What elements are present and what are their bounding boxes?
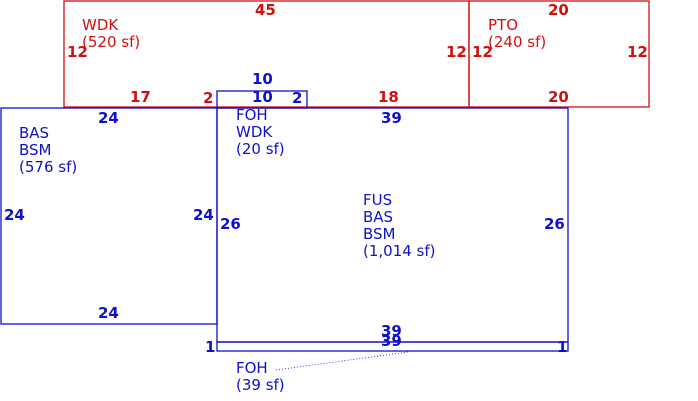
dim-pto-right: 12 bbox=[627, 43, 648, 61]
dim-wdk-bottom-left: 17 bbox=[130, 88, 151, 106]
foh-wdk-outline bbox=[216, 90, 308, 109]
fus-bas-bsm-label: FUS BAS BSM (1,014 sf) bbox=[363, 192, 436, 260]
wdk-area: (520 sf) bbox=[82, 33, 141, 51]
pto-area: (240 sf) bbox=[488, 33, 547, 51]
foh-strip-outline bbox=[216, 341, 569, 352]
fus-bas-bsm-area: (1,014 sf) bbox=[363, 242, 436, 260]
dim-pto-top: 20 bbox=[548, 1, 569, 19]
pto-code: PTO bbox=[488, 16, 519, 34]
dim-wdk-top: 45 bbox=[255, 1, 276, 19]
dim-foh-wdk-bottom: 10 bbox=[252, 88, 273, 106]
bsm-code: BSM bbox=[19, 141, 52, 159]
foh-bottom-label: FOH (39 sf) bbox=[236, 360, 285, 394]
dim-foh-wdk-right: 2 bbox=[292, 89, 303, 107]
fus-bsm-code: BSM bbox=[363, 225, 396, 243]
dim-bas-bottom: 24 bbox=[98, 304, 119, 322]
bas-bsm-label: BAS BSM (576 sf) bbox=[19, 125, 77, 176]
dim-wdk-bottom-mid: 2 bbox=[203, 89, 214, 107]
dim-wdk-left: 12 bbox=[67, 43, 88, 61]
dim-wdk-bottom-right: 18 bbox=[378, 88, 399, 106]
foh-leader-line bbox=[275, 351, 409, 371]
wdk-code: WDK bbox=[82, 16, 119, 34]
dim-fus-bottom: 39 bbox=[381, 322, 402, 340]
dim-bas-top: 24 bbox=[98, 109, 119, 127]
dim-pto-bottom: 20 bbox=[548, 88, 569, 106]
dim-fus-left: 26 bbox=[220, 215, 241, 233]
dim-foh-strip-right: 1 bbox=[557, 338, 568, 356]
bas-bsm-area: (576 sf) bbox=[19, 158, 78, 176]
pto-outline bbox=[468, 0, 650, 108]
dim-bas-right: 24 bbox=[193, 206, 214, 224]
foh-wdk-area: (20 sf) bbox=[236, 140, 285, 158]
dim-fus-right: 26 bbox=[544, 215, 565, 233]
foh-wdk-code1: FOH bbox=[236, 106, 268, 124]
dim-bas-left: 24 bbox=[4, 206, 25, 224]
bas-code: BAS bbox=[19, 124, 50, 142]
dim-foh-strip-top: 39 bbox=[381, 332, 402, 350]
fus-bas-code: BAS bbox=[363, 208, 394, 226]
dim-wdk-right: 12 bbox=[446, 43, 467, 61]
dim-fus-top: 39 bbox=[381, 109, 402, 127]
dim-foh-strip-left: 1 bbox=[205, 338, 216, 356]
foh-bottom-area: (39 sf) bbox=[236, 376, 285, 394]
fus-code: FUS bbox=[363, 191, 393, 209]
foh-wdk-code2: WDK bbox=[236, 123, 273, 141]
dim-pto-left: 12 bbox=[472, 43, 493, 61]
foh-wdk-label: FOH WDK (20 sf) bbox=[236, 107, 285, 158]
foh-bottom-code: FOH bbox=[236, 359, 268, 377]
wdk-label: WDK (520 sf) bbox=[82, 17, 140, 51]
dim-foh-wdk-top: 10 bbox=[252, 70, 273, 88]
pto-label: PTO (240 sf) bbox=[488, 17, 546, 51]
